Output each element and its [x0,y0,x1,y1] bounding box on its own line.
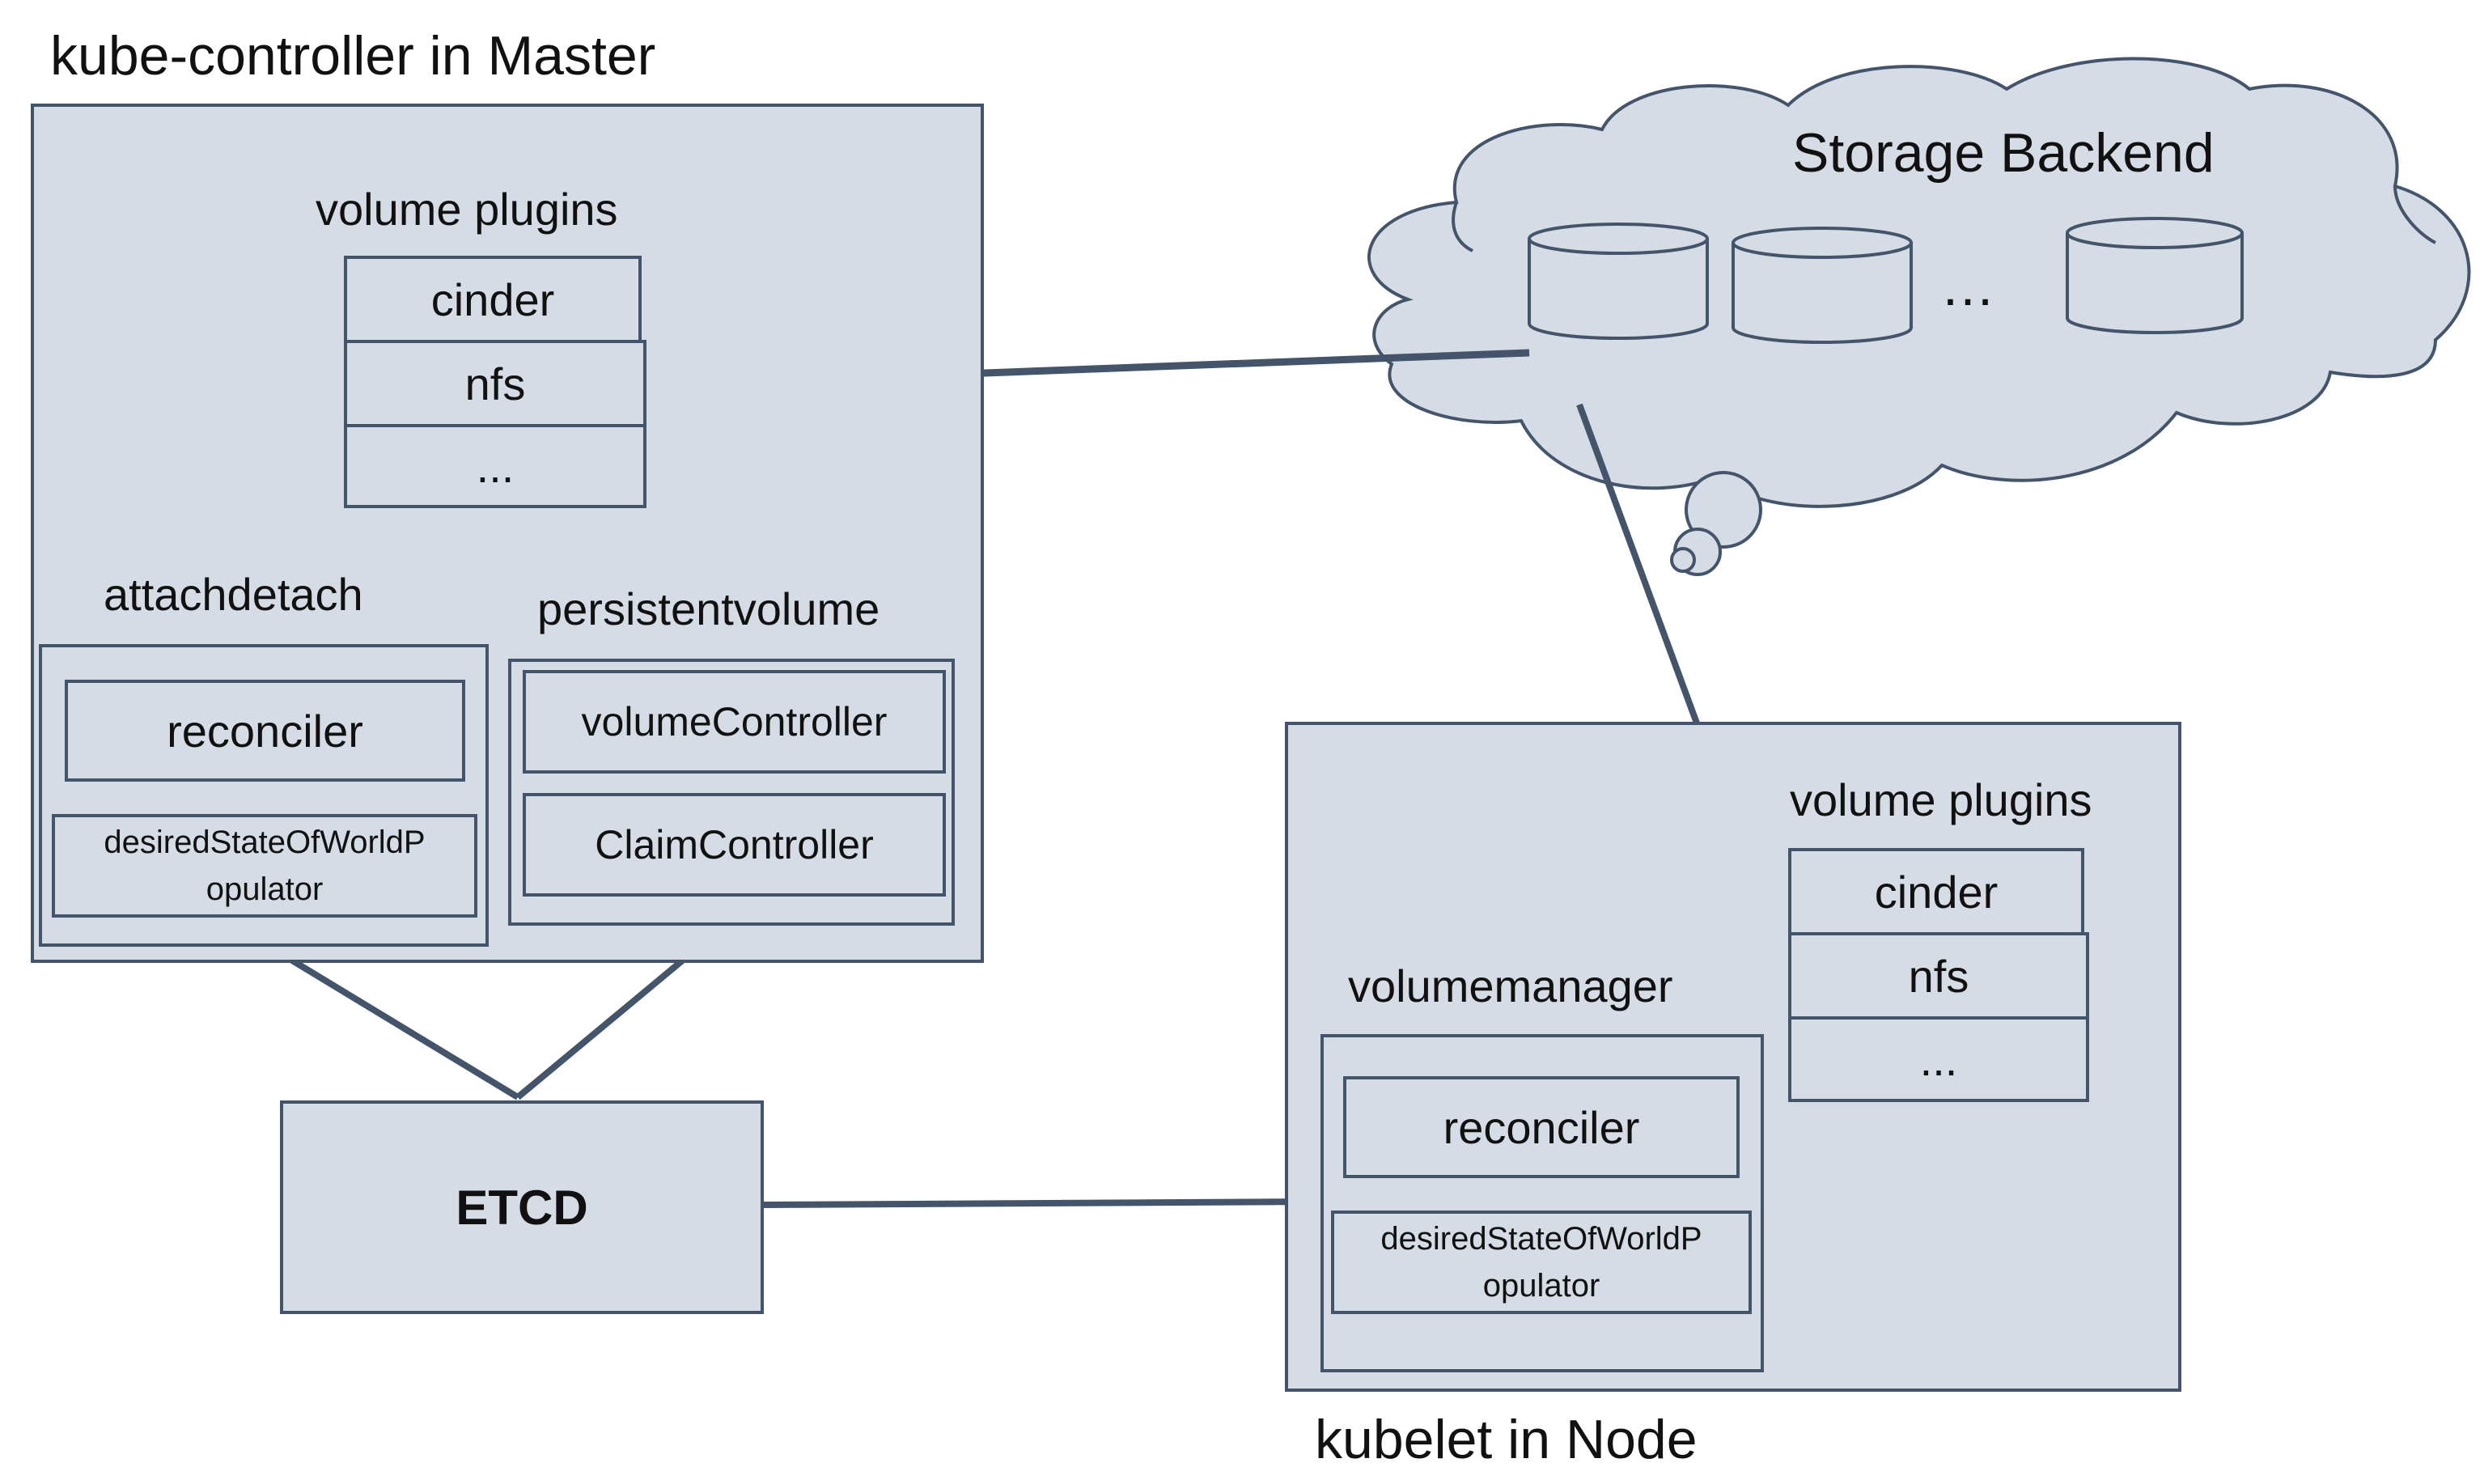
master-plugin-cinder: cinder [344,256,642,343]
volumemanager-reconciler: reconciler [1343,1076,1740,1178]
thought-bubble-large [1685,471,1762,549]
volumemanager-populator: desiredStateOfWorldP opulator [1331,1211,1752,1314]
volume-controller: volumeController [523,670,946,774]
node-title: kubelet in Node [1315,1409,1698,1470]
master-plugins-heading: volume plugins [316,184,618,235]
master-plugin-more: ... [344,424,646,508]
persistentvolume-heading: persistentvolume [537,583,880,634]
attachdetach-reconciler: reconciler [65,680,465,782]
node-plugin-more: ... [1788,1016,2089,1102]
thought-bubble-small [1670,547,1696,573]
node-plugin-nfs: nfs [1788,932,2089,1020]
disk-icon [1732,227,1913,344]
connector-etcd-volumemanager [761,1198,1321,1208]
etcd-box: ETCD [280,1100,764,1314]
master-plugin-nfs: nfs [344,340,646,427]
disk-icon [2066,217,2244,334]
disk-ellipsis: … [1940,256,1995,317]
node-plugins-heading: volume plugins [1790,774,2092,825]
storage-cloud [1367,57,2471,508]
claim-controller: ClaimController [523,793,946,897]
storage-title: Storage Backend [1792,122,2215,184]
node-plugin-cinder: cinder [1788,848,2084,935]
attachdetach-populator: desiredStateOfWorldP opulator [52,814,477,918]
volumemanager-heading: volumemanager [1348,960,1673,1011]
attachdetach-heading: attachdetach [104,569,363,620]
master-title: kube-controller in Master [50,25,656,87]
connector-attachdetach-etcd [263,941,520,1100]
disk-icon [1528,223,1709,340]
